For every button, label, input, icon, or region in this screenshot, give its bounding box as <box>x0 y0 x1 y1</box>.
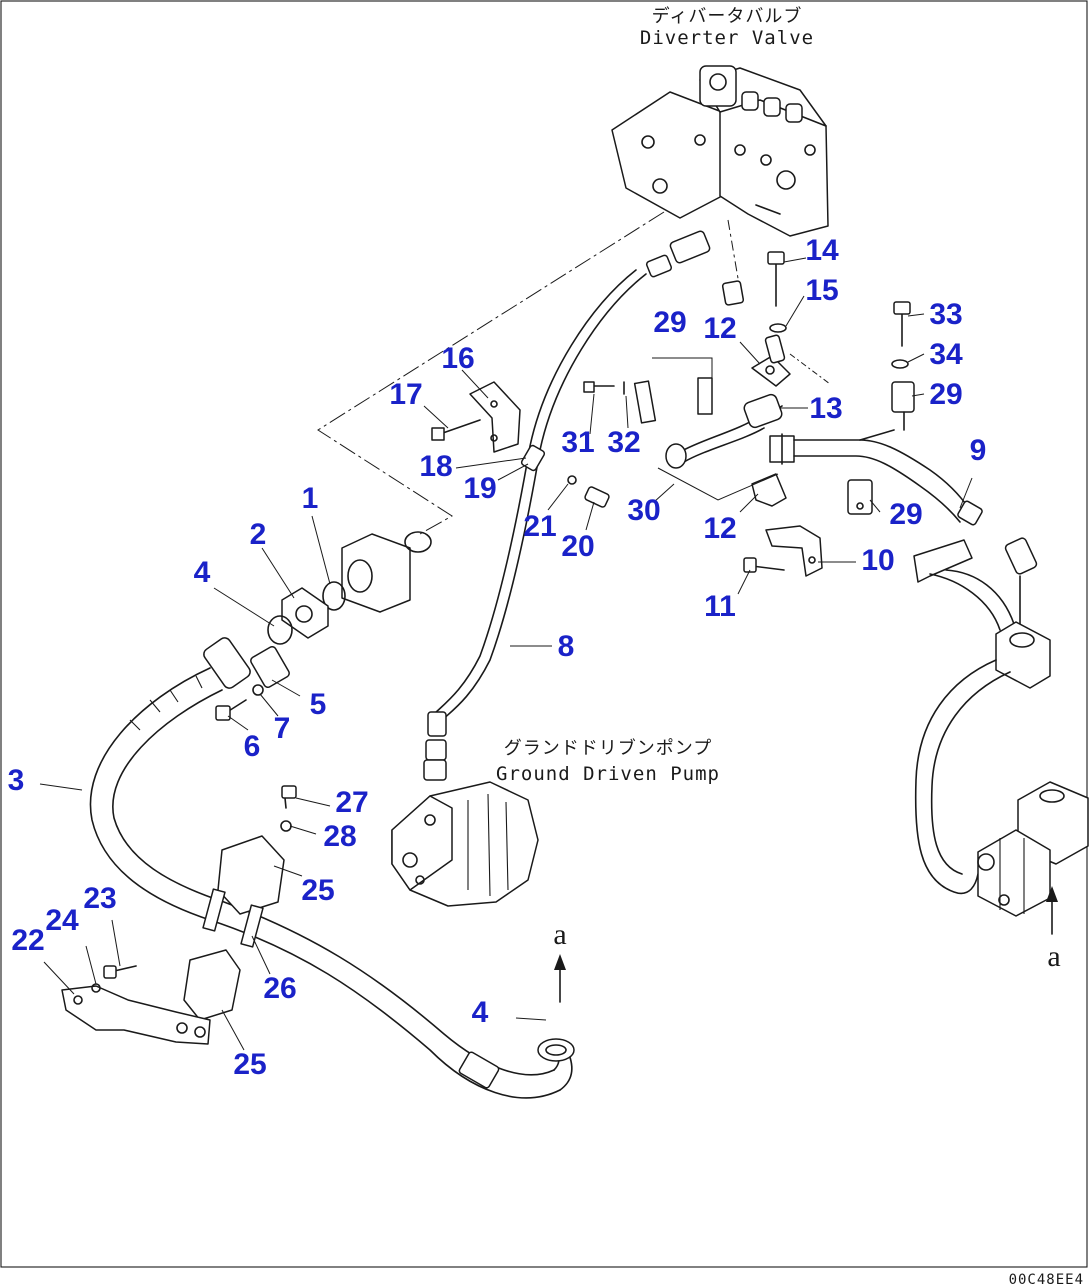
clamp-25 <box>183 785 297 1021</box>
callout-26: 26 <box>263 972 296 1005</box>
drawing-code: 00C48EE4 <box>1009 1272 1084 1288</box>
callout-4-upper: 4 <box>194 556 211 589</box>
callout-20: 20 <box>561 530 594 563</box>
callout-14: 14 <box>805 234 839 267</box>
ground-driven-pump-caption-jp: グランドドリブンポンプ <box>504 737 712 759</box>
callout-7: 7 <box>274 712 291 745</box>
callout-24: 24 <box>45 904 79 937</box>
callout-12-lower: 12 <box>703 512 736 545</box>
callout-31: 31 <box>561 426 594 459</box>
callout-29-upper: 29 <box>653 306 686 339</box>
callout-5: 5 <box>310 688 327 721</box>
callout-21: 21 <box>523 510 556 543</box>
callout-34: 34 <box>929 338 963 371</box>
hose-8 <box>425 230 711 761</box>
flange-block <box>267 531 432 645</box>
callout-8: 8 <box>558 630 575 663</box>
callout-27: 27 <box>335 786 368 819</box>
callout-22: 22 <box>11 924 44 957</box>
hydraulic-motor <box>977 781 1089 917</box>
bolt-6 <box>215 645 290 721</box>
callout-13: 13 <box>809 392 842 425</box>
callout-10: 10 <box>861 544 894 577</box>
callout-29-lower: 29 <box>889 498 922 531</box>
callout-6: 6 <box>244 730 261 763</box>
callout-4-lower: 4 <box>472 996 489 1029</box>
bolt-14 <box>764 251 831 385</box>
callout-18: 18 <box>419 450 452 483</box>
arrow-a-left: a <box>553 918 567 1003</box>
diverter-valve <box>611 65 829 237</box>
callout-3: 3 <box>8 764 25 797</box>
callout-2: 2 <box>250 518 267 551</box>
diverter-valve-caption: Diverter Valve <box>640 27 814 49</box>
bracket-16 <box>431 381 521 453</box>
ground-driven-pump <box>391 759 539 907</box>
callout-17: 17 <box>389 378 422 411</box>
callout-16: 16 <box>441 342 474 375</box>
ground-driven-pump-caption: Ground Driven Pump <box>496 763 720 785</box>
callout-12-upper: 12 <box>703 312 736 345</box>
callout-29-right: 29 <box>929 378 962 411</box>
fitting-upper <box>721 280 745 306</box>
callout-15: 15 <box>805 274 838 307</box>
bracket-10 <box>743 525 823 577</box>
callout-30: 30 <box>627 494 660 527</box>
callout-28: 28 <box>323 820 356 853</box>
arrow-a-right: a <box>1046 886 1061 973</box>
callout-25-upper: 25 <box>301 874 334 907</box>
hose-3 <box>89 637 575 1099</box>
pipe-9 <box>913 500 1051 895</box>
bracket-22 <box>61 965 211 1045</box>
leader-lines <box>39 257 973 1051</box>
diverter-valve-caption-jp: ディバータバルブ <box>652 5 803 27</box>
callout-23: 23 <box>83 882 116 915</box>
callout-9: 9 <box>970 434 987 467</box>
pipe-assembly <box>567 355 971 523</box>
callout-labels: 1 2 3 4 4 5 6 7 8 9 10 11 12 12 13 14 15… <box>8 234 987 1081</box>
svg-text:a: a <box>553 918 566 951</box>
callout-1: 1 <box>302 482 319 515</box>
bolt-33 <box>847 301 915 515</box>
callout-33: 33 <box>929 298 962 331</box>
callout-32: 32 <box>607 426 640 459</box>
callout-11: 11 <box>704 590 736 623</box>
svg-text:a: a <box>1047 940 1060 973</box>
callout-25-lower: 25 <box>233 1048 266 1081</box>
callout-19: 19 <box>463 472 496 505</box>
